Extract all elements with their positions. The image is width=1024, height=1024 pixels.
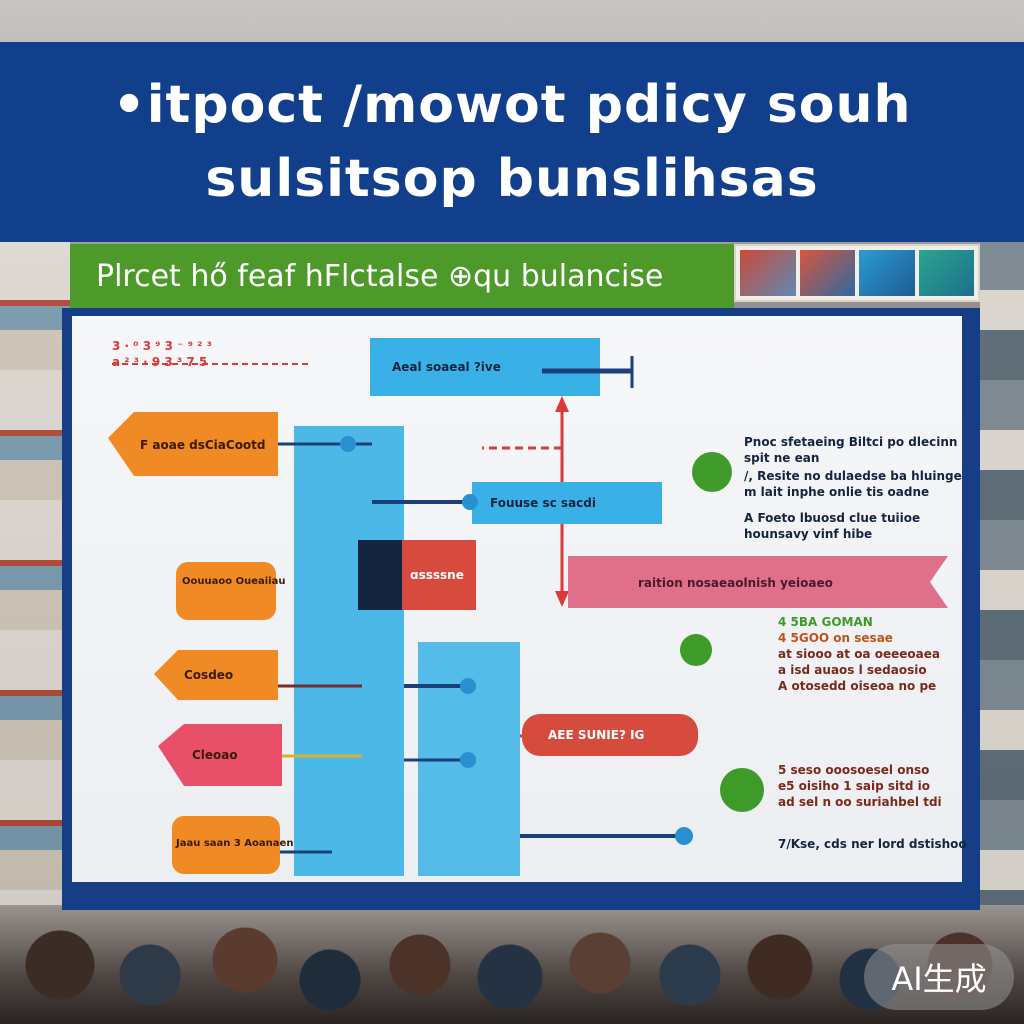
diagram-board: 3 · ⁰ 3 ⁹ 3 ⁻ ⁹ ² ³ a ² ³ · 9 3 ³ 7 5 Ae… [72, 316, 967, 882]
legend-list: 4 5BA GOMAN 4 5GOO on sesae at siooo at … [778, 615, 940, 693]
thumbnail-1 [740, 250, 796, 296]
left-tag-5-label: Jaau saan 3 Aoanaen [176, 838, 294, 849]
pink-banner-shape [568, 556, 948, 608]
left-tag-2-shape [176, 562, 276, 620]
mid-box [472, 482, 662, 524]
green-badge-1 [692, 452, 732, 492]
left-tag-2-label: Oouuaoo Oueaiiau [182, 576, 286, 587]
green-badge-3 [720, 768, 764, 812]
dark-box-label: ɑssssne [410, 568, 464, 582]
node-dot-3 [460, 678, 476, 694]
right-item-2-note: /, Resite no dulaedse ba hluinge m lait … [744, 469, 962, 499]
subtitle-text: Plrcet hő feaf hFlctalse ⊕qu bulancise [96, 258, 664, 294]
left-tag-3-shape [154, 650, 278, 700]
background-shelf-right [980, 240, 1024, 930]
thumbnail-2 [799, 250, 855, 296]
pink-banner-label: raition nosaeaolnish yeioaeo [638, 576, 833, 590]
title-banner: •itpoct /mowot pdicy souh sulsitsop buns… [0, 42, 1024, 242]
diagram-canvas [108, 338, 948, 876]
thumbnail-3 [859, 250, 915, 296]
red-pill-label: AEE SUNIE? IG [548, 728, 645, 742]
tall-cyan-column [294, 426, 404, 876]
left-tag-3-label: Cosdeo [184, 668, 234, 682]
mid-box-label: Fouuse sc sacdi [490, 496, 596, 510]
red-arrow-down-head [555, 591, 569, 607]
bottom-note: 7/Kse, cds ner lord dstishoo [778, 837, 967, 851]
background-shelf-left [0, 240, 70, 930]
left-tag-4-label: Cleoao [192, 748, 238, 762]
left-tag-1-label: F aoae dsCiaCootd [140, 438, 266, 452]
node-dot-1 [340, 436, 356, 452]
node-dot-5 [675, 827, 693, 845]
top-box [370, 338, 600, 396]
thumbnail-4 [918, 250, 974, 296]
red-arrow-up-head [555, 396, 569, 412]
right-item-3-note: A Foeto lbuosd clue tuiioe hounsavy vinf… [744, 511, 921, 541]
subtitle-bar: Plrcet hő feaf hFlctalse ⊕qu bulancise [70, 244, 734, 308]
dark-box-red-half [402, 540, 476, 610]
right-item-4-note: 5 seso ooosoesel onso e5 oisiho 1 saip s… [778, 763, 942, 809]
title-line-1: •itpoct /mowot pdicy souh [112, 75, 912, 135]
ai-generated-watermark: AI生成 [864, 944, 1014, 1010]
right-header-note: Pnoc sfetaeing Biltci po dlecinn spit ne… [744, 435, 958, 465]
thumbnail-strip [734, 244, 980, 302]
top-arrow-label: 3 · ⁰ 3 ⁹ 3 ⁻ ⁹ ² ³ a ² ³ · 9 3 ³ 7 5 [112, 339, 212, 369]
title-line-2: sulsitsop bunslihsas [205, 149, 819, 209]
left-tag-5-shape [172, 816, 280, 874]
background-crowd [0, 905, 1024, 1024]
left-tag-1-shape [108, 412, 278, 476]
green-badge-2 [680, 634, 712, 666]
red-pill-shape [522, 714, 698, 756]
top-box-label: Aeal soaeal ?ive [392, 360, 501, 374]
node-dot-4 [460, 752, 476, 768]
left-tag-4-shape [158, 724, 282, 786]
node-dot-2 [462, 494, 478, 510]
